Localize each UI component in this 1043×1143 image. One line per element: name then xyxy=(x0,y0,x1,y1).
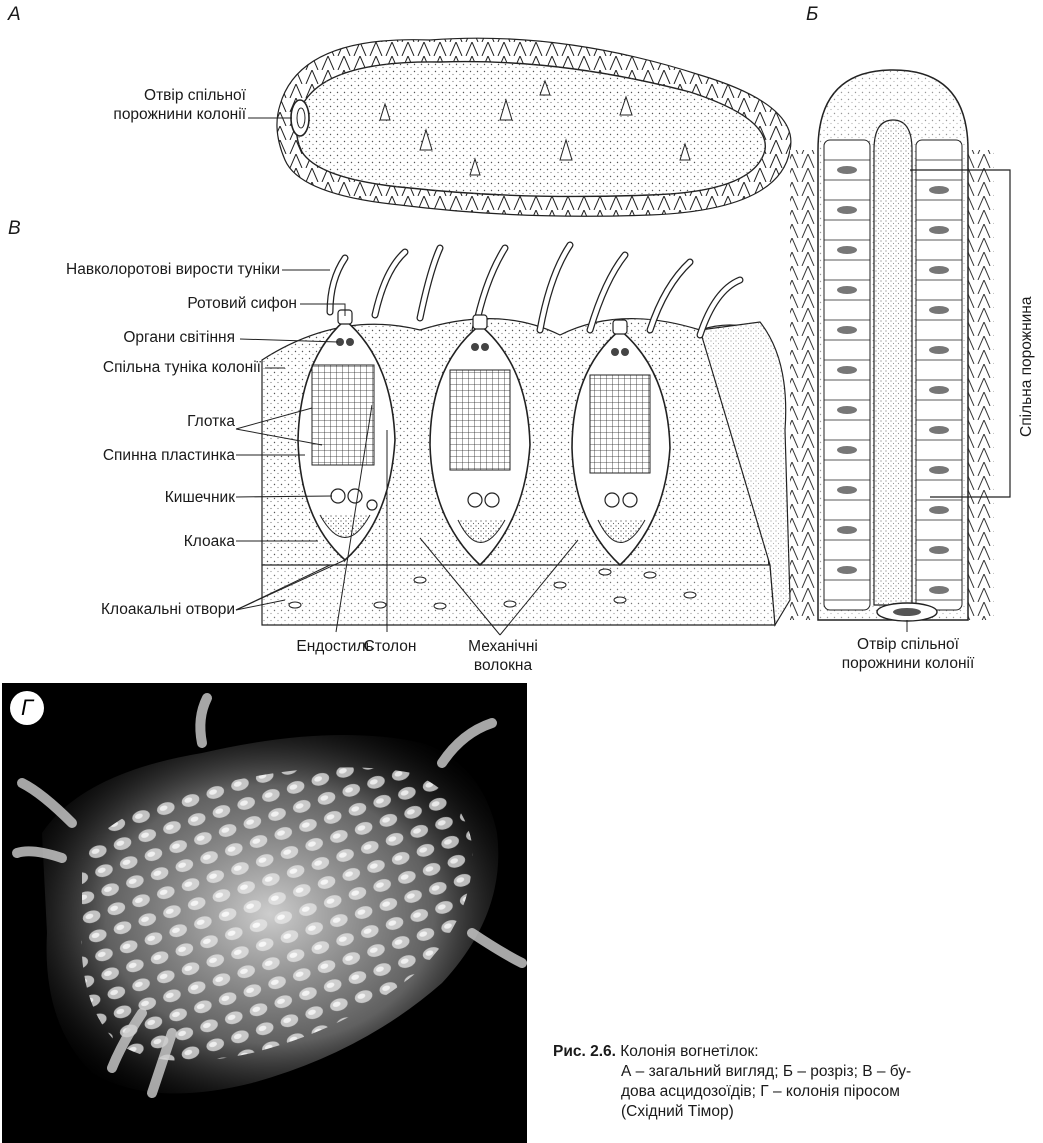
label-intestine: Кишечник xyxy=(165,488,235,507)
label-common-cavity: Спільна порожнина xyxy=(1018,297,1036,437)
label-stolon: Столон xyxy=(350,637,430,656)
label-cloacal-openings: Клоакальні отвори xyxy=(101,600,235,619)
panel-letter-g: Г xyxy=(10,691,44,725)
label-oral-outgrowths: Навколоротові вирости туніки xyxy=(66,260,280,279)
figure-caption: Рис. 2.6. Колонія вогнетілок: А – загаль… xyxy=(553,1042,1028,1122)
panel-v-zooid-drawing xyxy=(236,245,790,635)
panel-g-colony-photo: Г xyxy=(2,683,527,1143)
caption-line-3: (Східний Тімор) xyxy=(553,1102,1028,1122)
panel-b-section-drawing xyxy=(790,70,1010,632)
caption-title: Колонія вогнетілок: xyxy=(620,1043,758,1060)
label-cloaca: Клоака xyxy=(184,532,235,551)
label-common-tunic: Спільна туніка колонії xyxy=(103,358,261,377)
label-pharynx: Глотка xyxy=(187,412,235,431)
caption-figure-number: Рис. 2.6. xyxy=(553,1043,616,1060)
label-opening-b: Отвір спільної порожнини колонії xyxy=(833,635,983,673)
label-opening-a: Отвір спільної порожнини колонії xyxy=(113,86,246,124)
pyrosome-photo-image xyxy=(2,683,527,1143)
caption-line-2: дова асцидозоїдів; Г – колонія піросом xyxy=(553,1082,1028,1102)
panel-a-colony-drawing xyxy=(248,38,791,216)
caption-line-1: А – загальний вигляд; Б – розріз; В – бу… xyxy=(553,1062,1028,1082)
label-oral-siphon: Ротовий сифон xyxy=(187,294,297,313)
label-light-organs: Органи світіння xyxy=(123,328,235,347)
label-mechanical-fibers: Механічні волокна xyxy=(443,637,563,675)
label-dorsal-lamina: Спинна пластинка xyxy=(103,446,235,465)
